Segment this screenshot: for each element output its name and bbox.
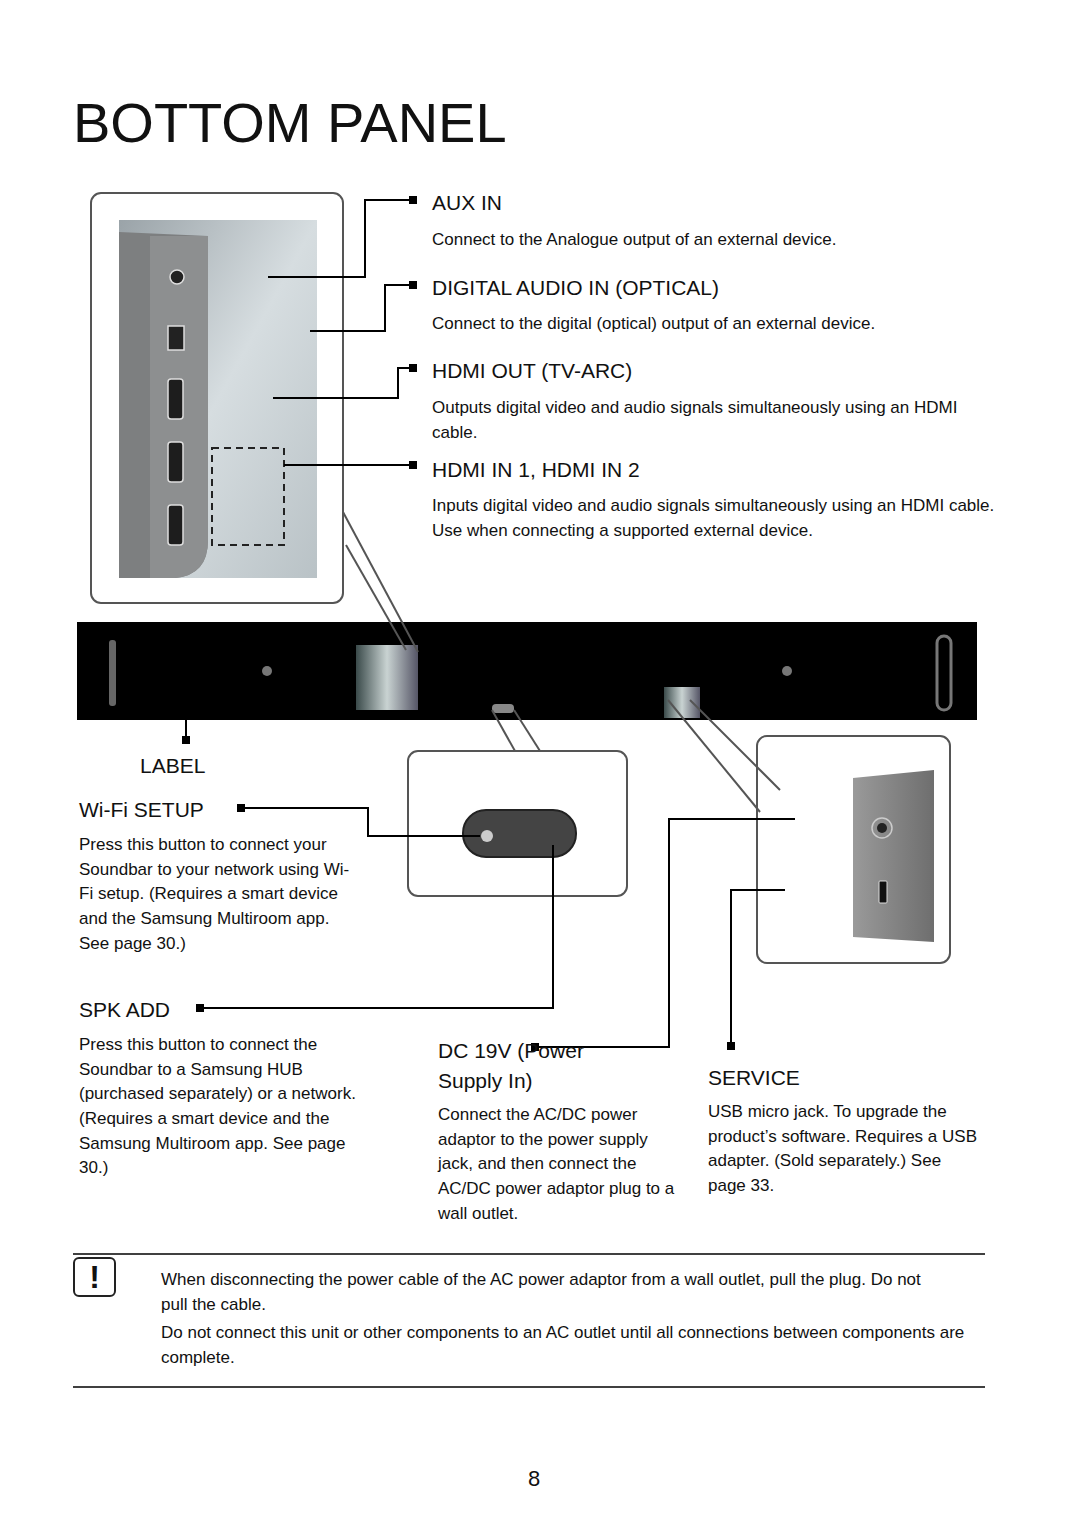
port-description: Connect the AC/DC power adaptor to the p… (438, 1103, 686, 1226)
port-name: HDMI IN 1, HDMI IN 2 (432, 455, 992, 485)
port-name: DC 19V (Power Supply In) (438, 1036, 618, 1097)
port-description: Connect to the Analogue output of an ext… (432, 228, 1012, 253)
port-name: AUX IN (432, 188, 992, 218)
port-description: Connect to the digital (optical) output … (432, 312, 1012, 337)
port-description: USB micro jack. To upgrade the product’s… (708, 1100, 978, 1199)
port-name: DIGITAL AUDIO IN (OPTICAL) (432, 273, 992, 303)
page-number: 8 (528, 1463, 568, 1495)
warning-mark: ! (89, 1261, 100, 1293)
port-name: SERVICE (708, 1063, 908, 1093)
part-name: LABEL (140, 751, 340, 781)
page-title: BOTTOM PANEL (73, 92, 507, 154)
note-text: Do not connect this unit or other compon… (161, 1321, 986, 1370)
button-name: Wi-Fi SETUP (79, 795, 239, 825)
port-description: Outputs digital video and audio signals … (432, 396, 1002, 445)
port-name: HDMI OUT (TV-ARC) (432, 356, 992, 386)
port-description: Inputs digital video and audio signals s… (432, 494, 1002, 543)
button-description: Press this button to connect the Soundba… (79, 1033, 369, 1181)
button-description: Press this button to connect your Soundb… (79, 833, 359, 956)
note-text: When disconnecting the power cable of th… (161, 1268, 951, 1317)
button-name: SPK ADD (79, 995, 199, 1025)
warning-icon: ! (73, 1257, 116, 1297)
